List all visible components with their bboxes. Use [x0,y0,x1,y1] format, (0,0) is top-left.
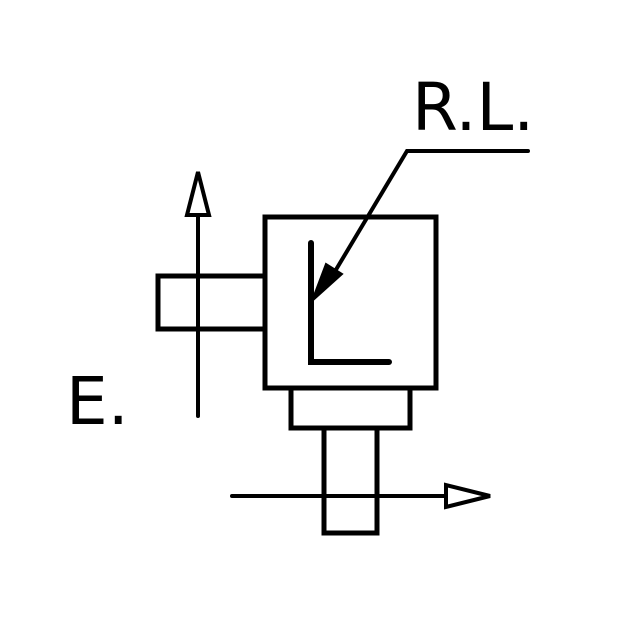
output-flange [288,385,413,431]
leader-line [329,149,530,280]
label-rl: R.L. [412,69,534,146]
l-rotation-mark [308,240,392,365]
output-shaft-bottom [321,425,380,536]
label-e: E. [66,363,129,440]
vertical-arrow-head [184,171,212,217]
input-shaft-left [155,273,268,332]
horizontal-arrow-head [444,482,491,510]
leader-arrow-head [311,262,344,302]
